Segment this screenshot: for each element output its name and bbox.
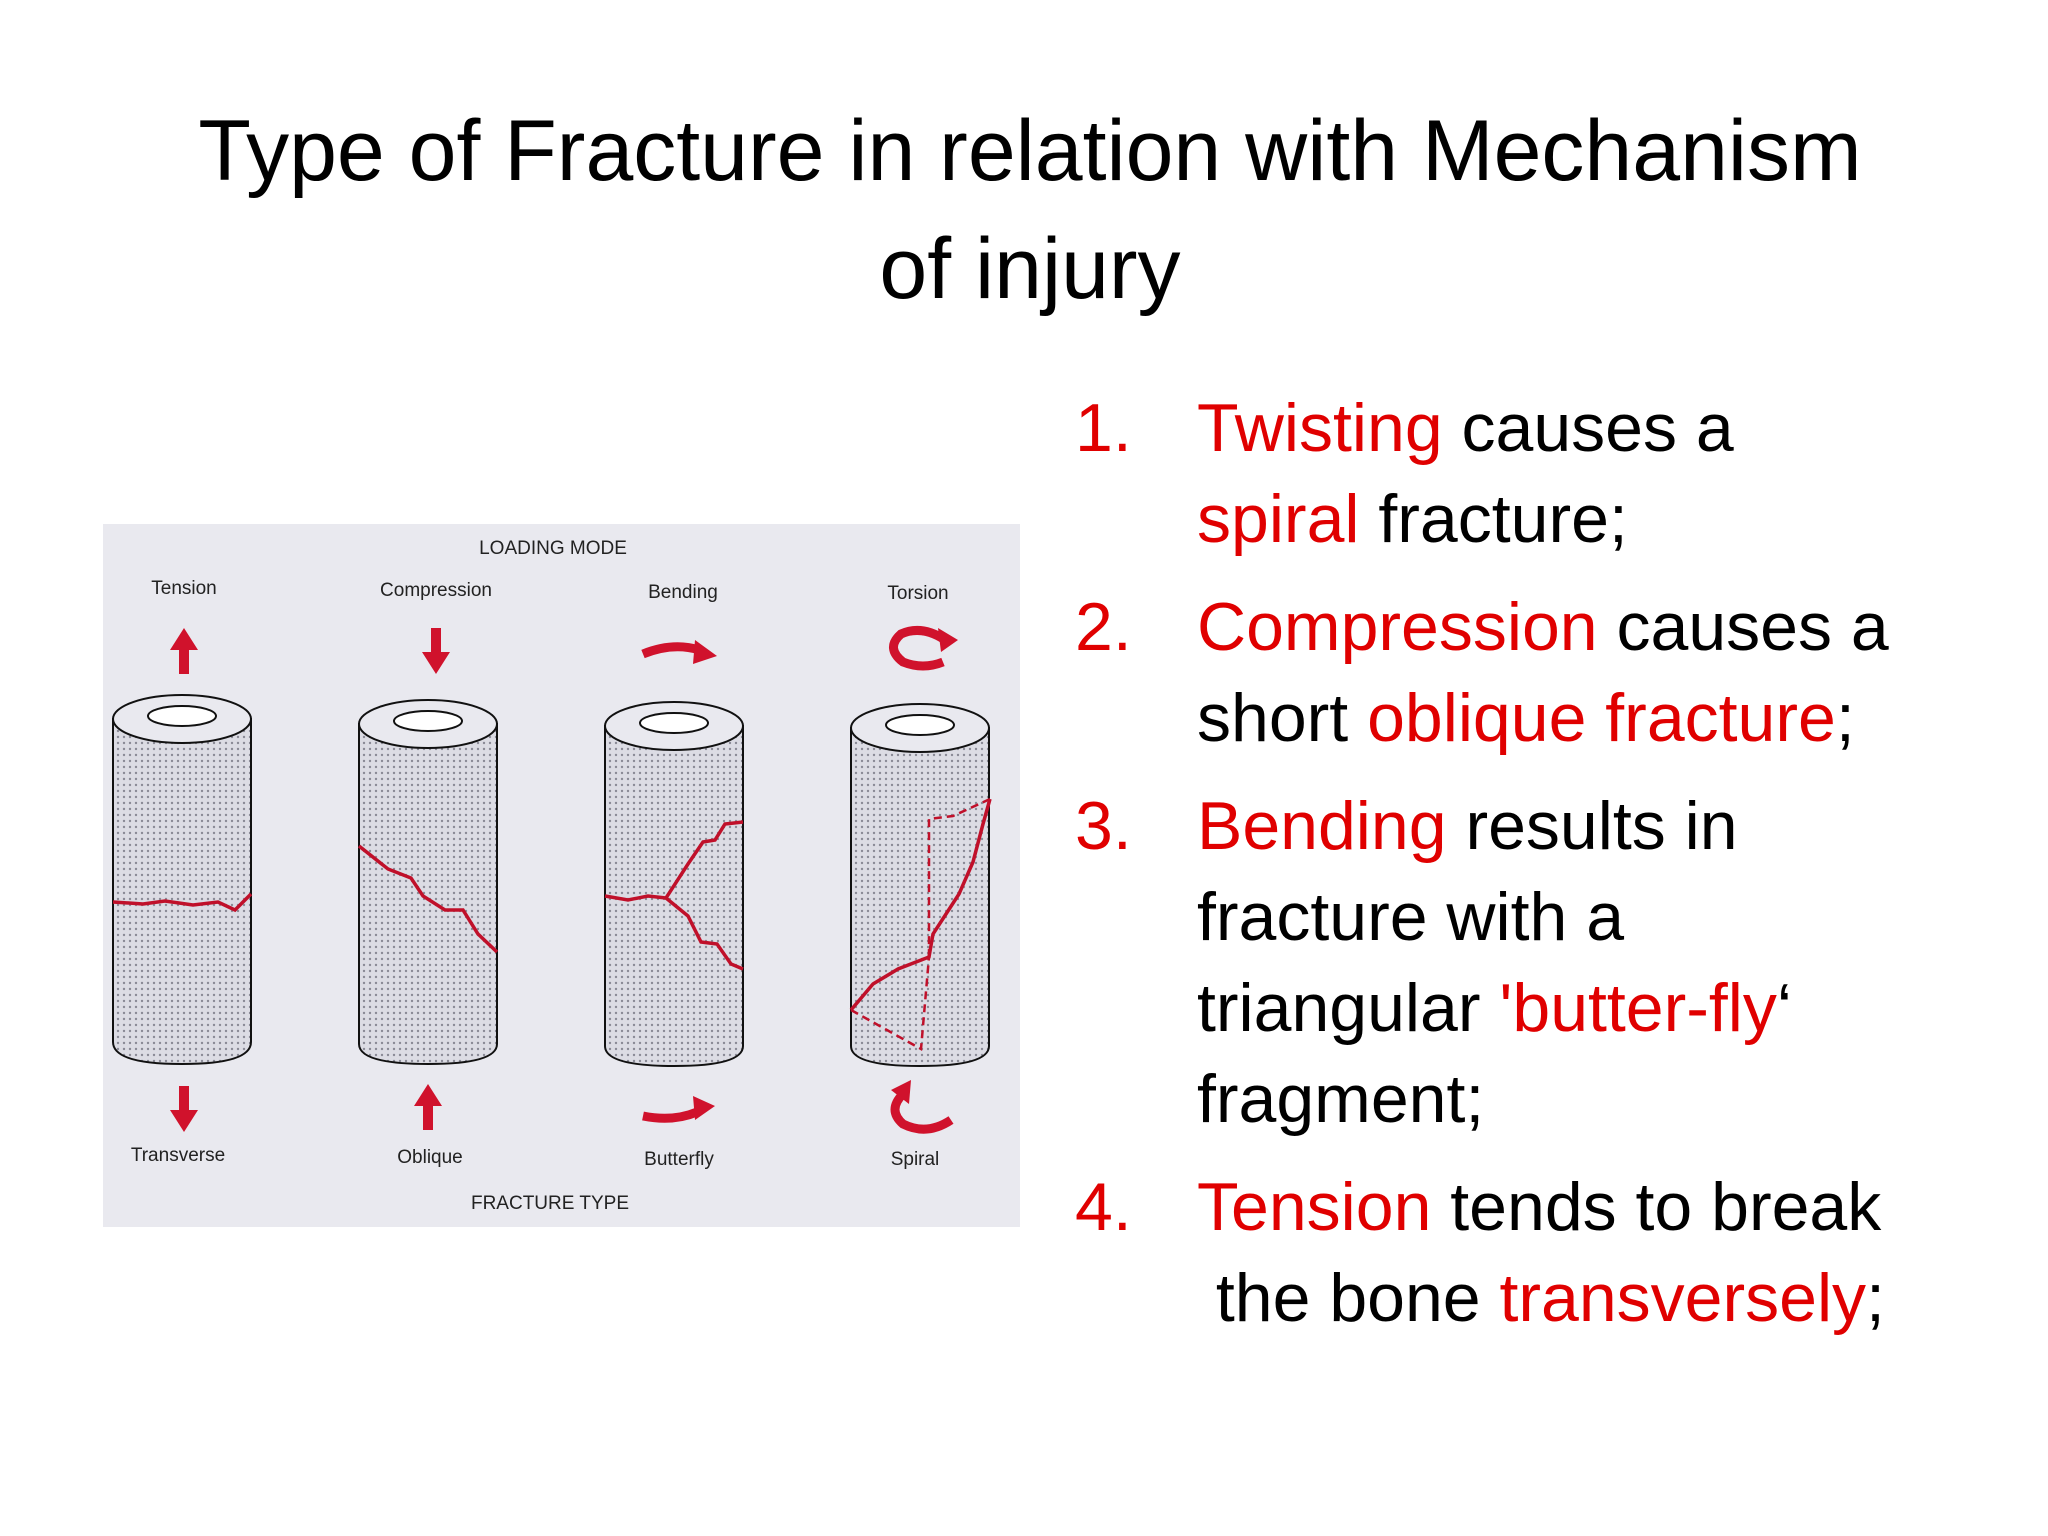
keyword-butterfly: 'butter-fly [1499, 970, 1777, 1046]
mechanism-list: 1. Twisting causes a spiral fracture; 2.… [1075, 383, 2035, 1361]
text-triangular: triangular [1197, 970, 1500, 1046]
bone-bending [604, 701, 744, 1068]
list-number: 2. [1075, 589, 1132, 665]
keyword-bending: Bending [1197, 788, 1447, 864]
text-causes-a: causes a [1442, 390, 1734, 466]
list-number: 3. [1075, 788, 1132, 864]
loading-label-bending: Bending [648, 582, 718, 603]
bending-bottom-arrow-icon [642, 1096, 715, 1123]
slide-title: Type of Fracture in relation with Mechan… [100, 92, 1960, 328]
bone-torsion [849, 703, 992, 1068]
text-semicolon: ; [1835, 680, 1855, 756]
list-item-compression: 2. Compression causes a short oblique fr… [1075, 582, 2035, 764]
loading-label-compression: Compression [380, 580, 492, 601]
bending-arrow-icon [641, 640, 717, 664]
bone-compression [357, 699, 499, 1066]
tension-up-arrow-icon [170, 628, 198, 674]
keyword-spiral: spiral [1197, 481, 1360, 557]
loading-label-tension: Tension [151, 578, 217, 599]
text-causes-a: causes a [1597, 589, 1889, 665]
fracture-label-spiral: Spiral [891, 1149, 940, 1170]
loading-label-torsion: Torsion [887, 583, 948, 604]
fracture-label-butterfly: Butterfly [644, 1149, 714, 1170]
fracture-label-oblique: Oblique [397, 1147, 463, 1168]
text-closing-quote: ‘ [1776, 970, 1793, 1046]
text-semicolon: ; [1866, 1260, 1885, 1336]
list-item-bending: 3. Bending results in fracture with a tr… [1075, 781, 2035, 1145]
fracture-illustration: LOADING MODE Tension Compression Bending… [112, 538, 992, 1214]
title-line-1: Type of Fracture in relation with Mechan… [198, 103, 1862, 199]
text-tends-to-break: tends to break [1431, 1169, 1882, 1245]
torsion-bottom-rotation-arrow-icon [890, 1080, 954, 1134]
text-fragment: fragment; [1197, 1061, 1485, 1137]
list-item-tension: 4. Tension tends to break the bone trans… [1075, 1162, 2035, 1344]
text-fracture-with-a: fracture with a [1197, 879, 1625, 955]
transverse-crack [112, 892, 253, 913]
torsion-rotation-arrow-icon [889, 625, 958, 671]
keyword-compression: Compression [1197, 589, 1598, 665]
compression-up-arrow-icon [414, 1084, 442, 1130]
list-number: 1. [1075, 390, 1132, 466]
butterfly-crack [604, 820, 744, 902]
list-item-twisting: 1. Twisting causes a spiral fracture; [1075, 383, 2035, 565]
text-the-bone: the bone [1197, 1260, 1500, 1336]
text-results-in: results in [1446, 788, 1738, 864]
keyword-twisting: Twisting [1197, 390, 1443, 466]
title-line-2: of injury [879, 221, 1181, 317]
text-fracture: fracture; [1359, 481, 1628, 557]
text-short: short [1197, 680, 1368, 756]
loading-mode-label: LOADING MODE [479, 538, 627, 559]
oblique-crack [357, 844, 499, 954]
bone-tension [112, 694, 253, 1066]
tension-down-arrow-icon [170, 1086, 198, 1132]
keyword-oblique-fracture: oblique fracture [1367, 680, 1836, 756]
fracture-type-label: FRACTURE TYPE [471, 1193, 629, 1214]
fracture-mechanism-figure: LOADING MODE Tension Compression Bending… [103, 524, 1020, 1227]
list-number: 4. [1075, 1169, 1132, 1245]
keyword-transversely: transversely [1499, 1260, 1867, 1336]
fracture-label-transverse: Transverse [131, 1145, 225, 1166]
keyword-tension: Tension [1197, 1169, 1432, 1245]
compression-down-arrow-icon [422, 628, 450, 674]
spiral-crack [849, 798, 992, 1012]
